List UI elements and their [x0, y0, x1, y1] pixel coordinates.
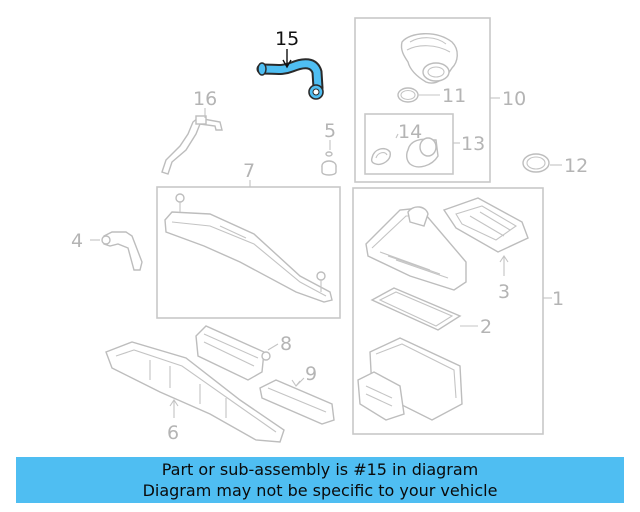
arrow-9	[291, 379, 301, 387]
callout-13: 13	[461, 133, 485, 155]
callout-5: 5	[324, 120, 336, 142]
arrow-3	[499, 255, 509, 263]
part-2-filter	[370, 287, 462, 331]
callout-2: 2	[480, 316, 492, 338]
callout-15: 15	[275, 28, 299, 50]
part-4-hose	[101, 231, 143, 271]
part-1-upper-housing	[365, 206, 467, 291]
group-1-box	[352, 187, 544, 435]
callout-9: 9	[305, 363, 317, 385]
callout-11: 11	[442, 85, 466, 107]
banner-line-part: Part or sub-assembly is #15 in diagram	[161, 460, 479, 479]
arrow-6	[169, 399, 179, 407]
part-7-cover	[164, 211, 333, 303]
part-13-elbow	[405, 137, 439, 168]
part-7-bolt-lower	[316, 271, 326, 292]
part-5-grommet	[321, 151, 337, 176]
part-11-clamp	[397, 87, 419, 103]
info-banner: Part or sub-assembly is #15 in diagram D…	[16, 457, 624, 503]
part-9-seal	[259, 379, 335, 425]
callout-8: 8	[280, 333, 292, 355]
callout-16: 16	[193, 88, 217, 110]
callout-1: 1	[552, 288, 564, 310]
callout-10: 10	[502, 88, 526, 110]
part-12-clamp	[522, 153, 550, 173]
group-10-box	[354, 17, 491, 183]
part-1-lower-housing	[357, 337, 463, 421]
part-15-hose[interactable]	[256, 58, 324, 100]
callout-14: 14	[398, 121, 422, 143]
callout-3: 3	[498, 281, 510, 303]
leader-8	[267, 343, 279, 351]
part-10-intake-duct	[400, 33, 458, 84]
part-3-cover	[442, 197, 529, 253]
group-7-box	[156, 186, 341, 319]
leader-14	[395, 133, 399, 139]
callout-4: 4	[71, 230, 83, 252]
banner-line-disclaimer: Diagram may not be specific to your vehi…	[142, 481, 498, 500]
part-8-housing	[195, 325, 271, 381]
group-13-box	[364, 113, 454, 175]
callout-7: 7	[243, 160, 255, 182]
part-7-bolt-upper	[175, 193, 185, 212]
callout-6: 6	[167, 422, 179, 444]
part-6-duct	[105, 341, 285, 443]
part-16-tube	[161, 115, 223, 175]
callout-12: 12	[564, 155, 588, 177]
part-14-seal	[370, 147, 391, 166]
arrow-15	[282, 59, 292, 69]
